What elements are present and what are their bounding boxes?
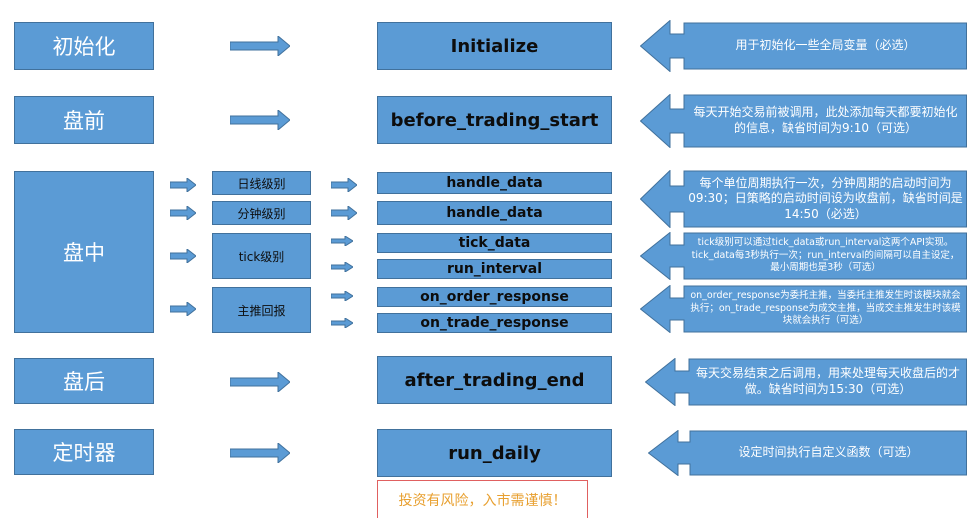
arrow-right-icon	[230, 110, 290, 130]
func-on-trade-response: on_trade_response	[377, 313, 612, 333]
func-label: handle_data	[446, 175, 543, 191]
level-tick: tick级别	[212, 233, 311, 279]
func-run-interval: run_interval	[377, 259, 612, 279]
arrow-right-icon	[170, 178, 196, 192]
arrow-right-icon	[170, 249, 196, 263]
func-tick-data: tick_data	[377, 233, 612, 253]
description-callout-after: 每天交易结束之后调用，用来处理每天收盘后的才做。缺省时间为15:30（可选）	[645, 358, 967, 406]
arrow-right-icon	[331, 318, 353, 328]
description-text: 用于初始化一些全局变量（必选）	[735, 38, 916, 53]
arrow-right-icon	[230, 36, 290, 56]
func-label: run_interval	[446, 261, 543, 277]
arrow-right-icon	[230, 372, 290, 392]
func-label: handle_data	[446, 205, 543, 221]
risk-disclaimer: 投资有风险，入市需谨慎！	[377, 480, 588, 518]
description-callout-timer: 设定时间执行自定义函数（可选）	[648, 430, 967, 476]
level-minute: 分钟级别	[212, 201, 311, 225]
func-label: on_trade_response	[420, 315, 569, 331]
func-label: run_daily	[448, 442, 541, 464]
description-callout-bar: 每个单位周期执行一次，分钟周期的启动时间为09:30；日策略的启动时间设为收盘前…	[640, 170, 967, 228]
func-after-trading-end: after_trading_end	[377, 356, 612, 404]
stage-after: 盘后	[14, 358, 154, 404]
func-on-order-response: on_order_response	[377, 287, 612, 307]
arrow-right-icon	[331, 236, 353, 246]
func-handle-data-daily: handle_data	[377, 172, 612, 194]
description-text: on_order_response为委托主推，当委托主推发生时该模块就会执行；o…	[690, 290, 961, 327]
arrow-right-icon	[230, 443, 290, 463]
stage-during: 盘中	[14, 171, 154, 333]
func-initialize: Initialize	[377, 22, 612, 70]
stage-label: 盘中	[63, 241, 105, 265]
description-callout-tick: tick级别可以通过tick_data或run_interval这两个API实现…	[640, 232, 967, 280]
description-text: 每天交易结束之后调用，用来处理每天收盘后的才做。缺省时间为15:30（可选）	[695, 366, 960, 396]
level-label: tick级别	[238, 249, 285, 264]
func-label: after_trading_end	[404, 369, 585, 391]
arrow-right-icon	[170, 302, 196, 316]
stage-label: 初始化	[52, 35, 116, 59]
description-callout-push: on_order_response为委托主推，当委托主推发生时该模块就会执行；o…	[640, 285, 967, 333]
level-label: 主推回报	[237, 303, 286, 318]
stage-init: 初始化	[14, 22, 154, 70]
func-before-trading-start: before_trading_start	[377, 96, 612, 144]
arrow-right-icon	[331, 262, 353, 272]
disclaimer-text: 投资有风险，入市需谨慎！	[398, 492, 567, 509]
description-callout-before: 每天开始交易前被调用，此处添加每天都要初始化的信息，缺省时间为9:10（可选）	[640, 94, 967, 148]
stage-label: 盘后	[63, 370, 105, 394]
description-callout-init: 用于初始化一些全局变量（必选）	[640, 20, 967, 72]
level-label: 分钟级别	[237, 206, 286, 221]
level-push: 主推回报	[212, 287, 311, 333]
func-label: Initialize	[450, 35, 539, 57]
arrow-right-icon	[331, 291, 353, 301]
stage-timer: 定时器	[14, 429, 154, 475]
level-daily: 日线级别	[212, 171, 311, 195]
level-label: 日线级别	[237, 176, 286, 191]
description-text: tick级别可以通过tick_data或run_interval这两个API实现…	[691, 237, 960, 274]
description-text: 每天开始交易前被调用，此处添加每天都要初始化的信息，缺省时间为9:10（可选）	[693, 105, 958, 135]
description-text: 每个单位周期执行一次，分钟周期的启动时间为09:30；日策略的启动时间设为收盘前…	[688, 175, 963, 221]
func-handle-data-minute: handle_data	[377, 201, 612, 225]
stage-label: 盘前	[63, 109, 105, 133]
arrow-right-icon	[331, 206, 357, 220]
arrow-right-icon	[331, 178, 357, 192]
description-text: 设定时间执行自定义函数（可选）	[738, 445, 919, 460]
arrow-right-icon	[170, 206, 196, 220]
func-label: tick_data	[458, 235, 531, 251]
stage-label: 定时器	[52, 441, 116, 465]
func-label: on_order_response	[420, 289, 569, 305]
func-label: before_trading_start	[390, 109, 599, 131]
stage-before: 盘前	[14, 96, 154, 144]
func-run-daily: run_daily	[377, 429, 612, 477]
